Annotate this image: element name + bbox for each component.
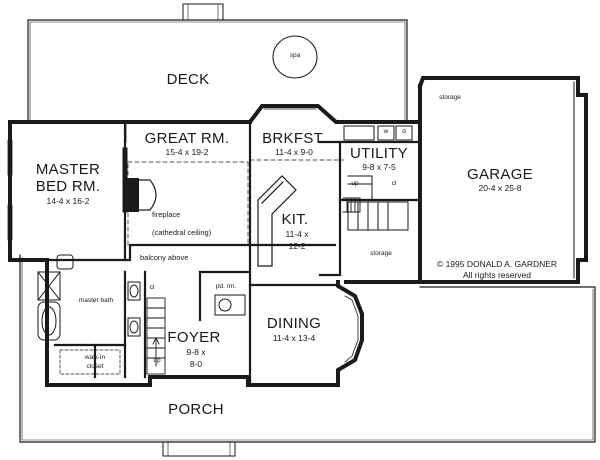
kitchen-label: KIT. — [281, 211, 309, 228]
fireplace — [127, 178, 157, 212]
kitchen-size-line2: 12-2 — [288, 241, 306, 251]
garage-walls — [417, 76, 588, 284]
breakfast-size: 11-4 x 9-0 — [275, 147, 313, 157]
cathedral-ceiling-note: (cathedral ceiling) — [152, 228, 212, 237]
garage-storage-label: storage — [439, 94, 461, 101]
stairs — [146, 197, 361, 375]
dining-label: DINING — [266, 315, 322, 332]
garage-label: GARAGE — [467, 166, 533, 183]
master-bed-label-line1: MASTER — [35, 161, 101, 178]
walk-in-closet-line2: closet — [86, 363, 104, 370]
copyright-line2: All rights reserved — [462, 270, 532, 280]
porch-outline — [19, 254, 596, 457]
copyright-line1: © 1995 DONALD A. GARDNER — [436, 259, 558, 269]
foyer-size-line1: 9-8 x — [186, 347, 206, 357]
deck-outline — [27, 3, 408, 123]
master-bed-size: 14-4 x 16-2 — [46, 196, 90, 206]
kitchen-island — [257, 175, 297, 267]
foyer-size-line2: 8-0 — [189, 359, 203, 369]
garage-size: 20-4 x 25-8 — [478, 183, 522, 193]
windows — [7, 108, 359, 363]
walk-in-closet — [59, 349, 121, 375]
balcony-note: balcony above — [140, 253, 189, 262]
walk-in-closet-line1: walk-in — [84, 354, 106, 361]
utility-up-label: up — [351, 180, 359, 187]
deck-label: DECK — [166, 71, 210, 88]
dining-size: 11-4 x 13-4 — [272, 333, 316, 343]
powder-room-label: pd. rm. — [215, 283, 237, 290]
kitchen-size-line1: 11-4 x — [285, 229, 309, 239]
spa-label: spa — [289, 52, 301, 59]
dryer-label: d — [402, 128, 406, 135]
utility-size: 9-8 x 7-5 — [362, 162, 396, 172]
washer-label: w — [383, 128, 389, 135]
interior-walls — [8, 120, 422, 387]
breakfast-label: BRKFST. — [262, 130, 326, 147]
dashed-ceiling-lines — [127, 159, 346, 246]
master-bed-label-line2: BED RM. — [35, 178, 101, 195]
bath-fixtures — [37, 254, 246, 341]
great-room-label: GREAT RM. — [144, 130, 230, 147]
utility-label: UTILITY — [350, 145, 408, 162]
master-bath-label-line: master bath — [78, 297, 114, 304]
fireplace-note: fireplace — [152, 210, 181, 219]
house-exterior-walls — [8, 84, 422, 387]
great-room-size: 15-4 x 19-2 — [165, 147, 209, 157]
foyer-label: FOYER — [167, 329, 221, 346]
spa-outline — [272, 35, 318, 79]
stair-closet-label: cl — [149, 284, 155, 291]
porch-label: PORCH — [168, 401, 224, 418]
utility-closet-label: cl — [391, 180, 397, 187]
utility-fixtures — [343, 125, 413, 231]
stair-up-label: up — [153, 357, 161, 364]
side-storage-label: storage — [370, 250, 392, 257]
